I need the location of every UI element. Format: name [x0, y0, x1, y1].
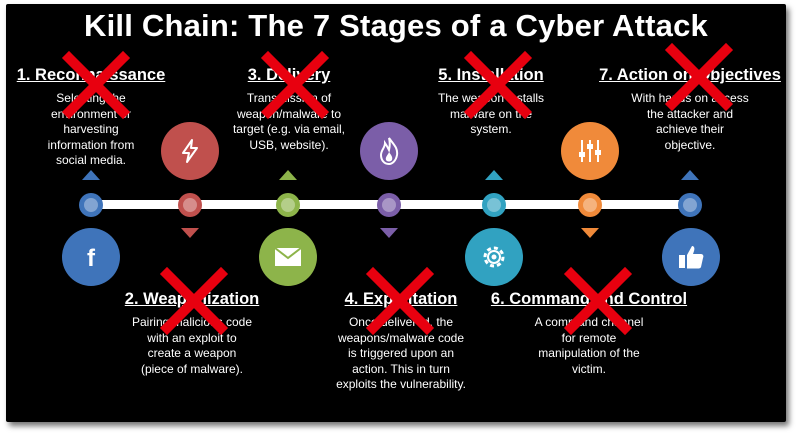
- facebook-icon: f: [62, 228, 120, 286]
- thumbs-up-icon: [662, 228, 720, 286]
- flame-icon: [360, 122, 418, 180]
- sliders-icon: [561, 122, 619, 180]
- cross-out-mark: [563, 266, 633, 336]
- envelope-icon: [259, 228, 317, 286]
- cross-out-mark: [260, 50, 330, 120]
- cross-out-mark: [61, 50, 131, 120]
- diagram-frame: Kill Chain: The 7 Stages of a Cyber Atta…: [6, 4, 786, 422]
- timeline-dot: [578, 193, 602, 217]
- pointer-down: [380, 228, 398, 238]
- pointer-up: [82, 170, 100, 180]
- timeline-dot: [178, 193, 202, 217]
- timeline-dot: [482, 193, 506, 217]
- timeline-dot: [678, 193, 702, 217]
- cross-out-mark: [463, 50, 533, 120]
- svg-text:f: f: [87, 245, 96, 272]
- pointer-up: [681, 170, 699, 180]
- pointer-down: [581, 228, 599, 238]
- diagram-title: Kill Chain: The 7 Stages of a Cyber Atta…: [84, 8, 708, 43]
- timeline-dot: [79, 193, 103, 217]
- pointer-up: [279, 170, 297, 180]
- pointer-down: [181, 228, 199, 238]
- timeline-dot: [377, 193, 401, 217]
- pointer-up: [485, 170, 503, 180]
- cross-out-mark: [365, 266, 435, 336]
- gear-icon: [465, 228, 523, 286]
- cross-out-mark: [159, 266, 229, 336]
- lightning-icon: [161, 122, 219, 180]
- cross-out-mark: [664, 42, 734, 112]
- timeline-dot: [276, 193, 300, 217]
